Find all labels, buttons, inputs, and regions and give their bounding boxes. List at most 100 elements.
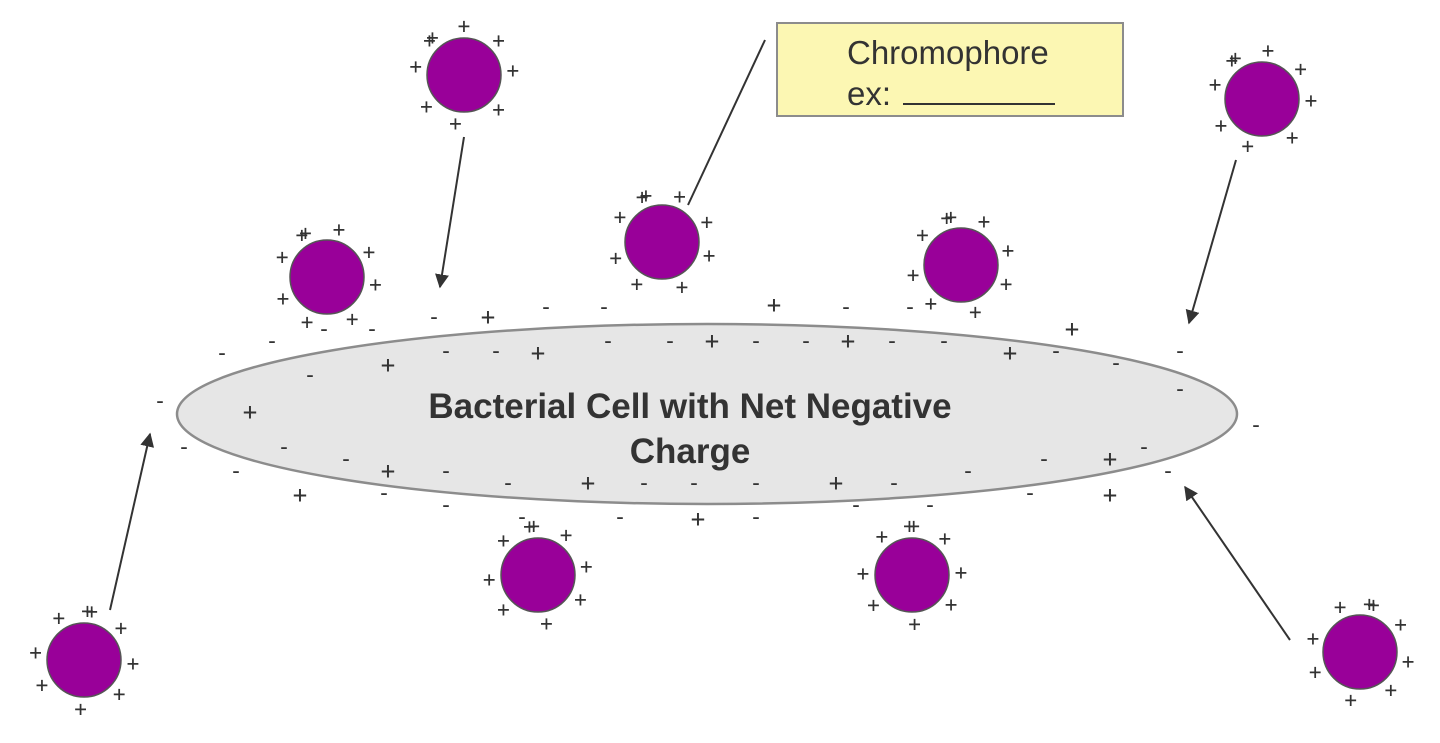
callout-example-label: ex:: [847, 75, 892, 112]
chromophore-positive-charge: +: [277, 287, 290, 311]
negative-charge: -: [277, 435, 290, 460]
chromophore-positive-charge: +: [916, 223, 929, 247]
chromophore-positive-charge: +: [903, 514, 916, 538]
cell-label: Bacterial Cell with Net Negative Charge: [360, 384, 1020, 474]
negative-charge: -: [365, 317, 378, 342]
positive-charge: +: [381, 351, 395, 379]
positive-charge: +: [767, 291, 781, 319]
chromophore-positive-charge: +: [363, 240, 376, 264]
chromophore-particle: +++++++++: [1307, 592, 1415, 712]
negative-charge: -: [749, 329, 762, 354]
negative-charge: -: [1161, 459, 1174, 484]
negative-charge: -: [439, 493, 452, 518]
chromophore-positive-charge: +: [1294, 57, 1307, 81]
negative-charge: -: [377, 481, 390, 506]
positive-charge: +: [293, 481, 307, 509]
chromophore-positive-charge: +: [1384, 678, 1397, 702]
negative-charge: -: [885, 329, 898, 354]
positive-charge: +: [1103, 481, 1117, 509]
chromophore-positive-charge: +: [703, 244, 716, 268]
chromophore-particle: +++++++++: [907, 205, 1014, 324]
positive-charge: +: [481, 303, 495, 331]
chromophore-positive-charge: +: [630, 272, 643, 296]
chromophore-positive-charge: +: [85, 600, 98, 624]
chromophore-positive-charge: +: [1229, 46, 1242, 70]
chromophore-positive-charge: +: [1307, 627, 1320, 651]
positive-charge: +: [1065, 315, 1079, 343]
callout-pointer-line: [687, 39, 766, 206]
chromophore-positive-charge: +: [369, 273, 382, 297]
chromophore-positive-charge: +: [1334, 595, 1347, 619]
chromophore-positive-charge: +: [1215, 114, 1228, 138]
chromophore-positive-charge: +: [276, 245, 289, 269]
chromophore-positive-charge: +: [1262, 38, 1275, 62]
chromophore-positive-charge: +: [409, 55, 422, 79]
positive-charge: +: [829, 469, 843, 497]
negative-charge: -: [849, 493, 862, 518]
chromophore-positive-charge: +: [113, 682, 126, 706]
chromophore-positive-charge: +: [506, 59, 519, 83]
chromophore-positive-charge: +: [497, 528, 510, 552]
chromophore-positive-charge: +: [295, 223, 308, 247]
chromophore-positive-charge: +: [52, 606, 65, 630]
chromophore-positive-charge: +: [301, 310, 314, 334]
negative-charge: -: [489, 339, 502, 364]
chromophore-positive-charge: +: [1305, 89, 1318, 113]
positive-charge: +: [705, 327, 719, 355]
chromophore-positive-charge: +: [420, 95, 433, 119]
positive-charge: +: [841, 327, 855, 355]
positive-charge: +: [381, 457, 395, 485]
negative-charge: -: [1173, 339, 1186, 364]
negative-charge: -: [427, 305, 440, 330]
chromophore-positive-charge: +: [523, 515, 536, 539]
cell-positive-charges: + + + + + + + + + + + + + + + +: [243, 291, 1117, 533]
negative-charge: -: [229, 459, 242, 484]
negative-charge: -: [923, 493, 936, 518]
chromophore-positive-charge: +: [955, 560, 968, 584]
negative-charge: -: [961, 459, 974, 484]
chromophore-circle: [46, 622, 122, 698]
chromophore-positive-charge: +: [483, 567, 496, 591]
negative-charge: -: [439, 339, 452, 364]
chromophore-positive-charge: +: [673, 184, 686, 208]
chromophore-positive-charge: +: [978, 210, 991, 234]
chromophore-callout-box: Chromophore ex:: [776, 22, 1124, 117]
chromophore-circle: [874, 537, 950, 613]
negative-charge: -: [177, 435, 190, 460]
chromophore-positive-charge: +: [907, 263, 920, 287]
chromophore-positive-charge: +: [560, 523, 573, 547]
chromophore-positive-charge: +: [74, 697, 87, 721]
chromophore-positive-charge: +: [938, 527, 951, 551]
chromophore-particle: +++++++++: [29, 599, 139, 721]
callout-title: Chromophore: [847, 34, 1049, 71]
chromophore-positive-charge: +: [115, 616, 128, 640]
chromophore-positive-charge: +: [458, 14, 471, 38]
negative-charge: -: [613, 505, 626, 530]
negative-charge: -: [1023, 481, 1036, 506]
chromophore-positive-charge: +: [907, 514, 920, 538]
chromophore-positive-charge: +: [924, 292, 937, 316]
negative-charge: -: [215, 341, 228, 366]
chromophore-particle: +++++++++: [609, 184, 715, 299]
chromophore-positive-charge: +: [299, 221, 312, 245]
negative-charge: -: [1037, 447, 1050, 472]
negative-charge: -: [637, 471, 650, 496]
chromophore-positive-charge: +: [908, 612, 921, 636]
negative-charge: -: [799, 329, 812, 354]
negative-charge: -: [903, 295, 916, 320]
chromophore-positive-charge: +: [609, 246, 622, 270]
positive-charge: +: [691, 505, 705, 533]
negative-charge: -: [687, 471, 700, 496]
chromophore-positive-charge: +: [1363, 592, 1376, 616]
chromophore-particle: +++++++++: [409, 14, 519, 135]
bacterial-cell: [175, 322, 1239, 506]
chromophore-circle: [624, 204, 700, 280]
negative-charge: -: [501, 471, 514, 496]
positive-charge: +: [1103, 445, 1117, 473]
chromophore-positive-charge: +: [944, 205, 957, 229]
chromophore-positive-charge: +: [875, 524, 888, 548]
chromophore-positive-charge: +: [1367, 593, 1380, 617]
negative-charge: -: [887, 471, 900, 496]
chromophore-positive-charge: +: [81, 599, 94, 623]
